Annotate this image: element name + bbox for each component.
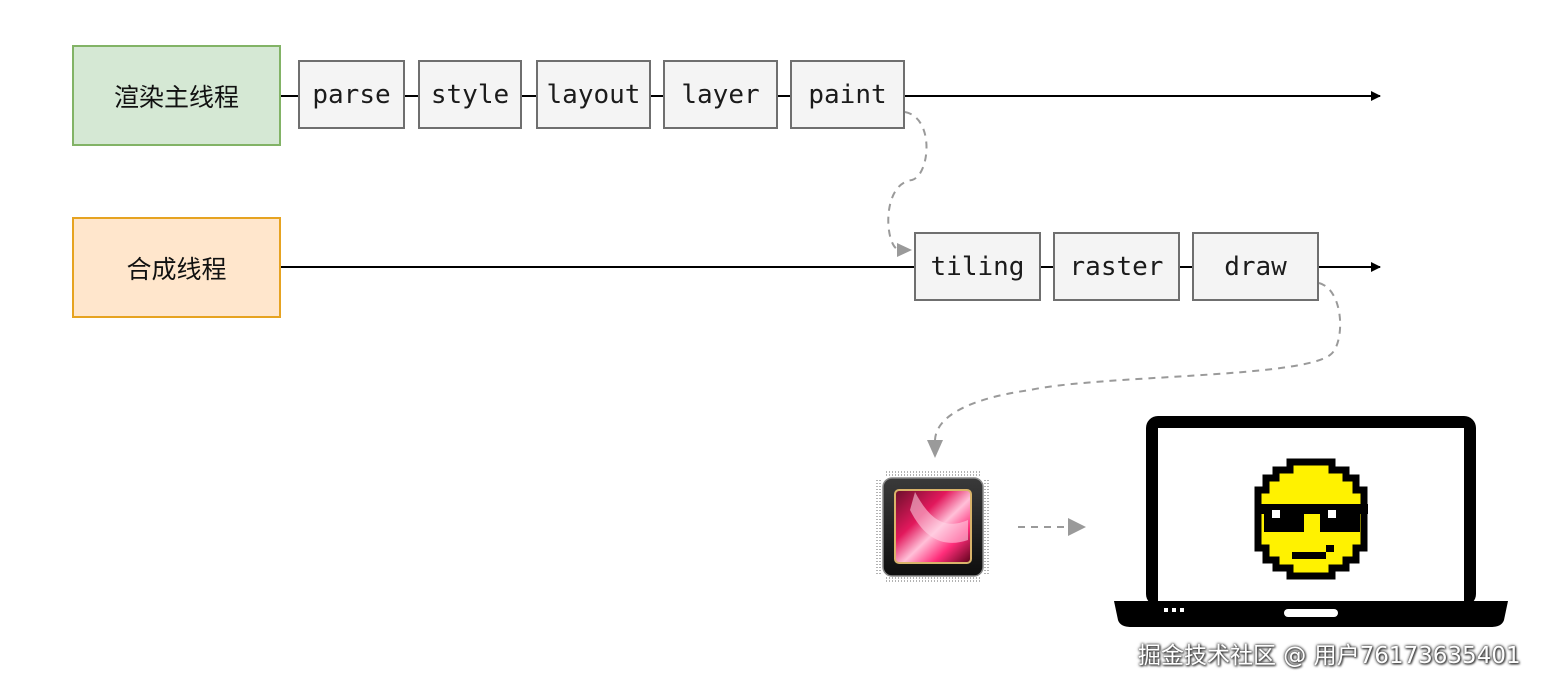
watermark: 掘金技术社区 @ 用户76173635401 <box>1138 643 1521 669</box>
compositor-thread-label: 合成线程 <box>72 217 281 318</box>
step-tiling: tiling <box>914 232 1041 301</box>
gpu-chip-icon <box>876 471 989 582</box>
step-raster: raster <box>1053 232 1180 301</box>
sunglasses-smiley-icon <box>1254 458 1368 580</box>
step-paint: paint <box>790 60 905 129</box>
step-layout: layout <box>536 60 651 129</box>
paint-to-tiling-connector <box>887 111 928 251</box>
step-style: style <box>418 60 522 129</box>
main-thread-label: 渲染主线程 <box>72 45 281 146</box>
step-parse: parse <box>298 60 405 129</box>
draw-to-gpu-connector <box>934 282 1342 441</box>
step-layer: layer <box>663 60 778 129</box>
step-draw: draw <box>1192 232 1319 301</box>
